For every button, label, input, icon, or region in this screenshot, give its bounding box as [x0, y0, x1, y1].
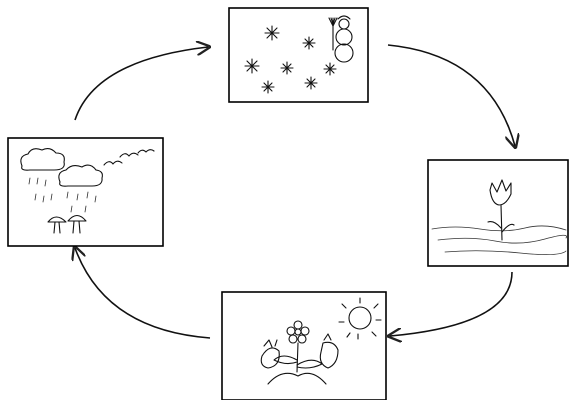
autumn-panel	[7, 137, 164, 247]
cloud-icon	[20, 147, 103, 187]
strawberry-icon	[260, 333, 339, 369]
rain-icon	[28, 177, 97, 213]
sun-icon	[338, 297, 382, 340]
arrow-summer-to-autumn	[75, 248, 211, 339]
mushroom-icon	[47, 214, 87, 234]
broom-icon	[328, 17, 338, 51]
arrow-spring-to-summer	[390, 271, 513, 336]
snowflake-icon	[244, 25, 337, 94]
summer-panel	[221, 291, 387, 400]
winter-panel	[228, 7, 369, 103]
melting-snow-icon	[431, 225, 567, 255]
spring-panel	[427, 159, 569, 267]
snowman-icon	[334, 15, 354, 63]
arrow-autumn-to-winter	[74, 47, 208, 121]
birds-icon	[103, 149, 155, 166]
arrow-winter-to-spring	[387, 44, 515, 146]
